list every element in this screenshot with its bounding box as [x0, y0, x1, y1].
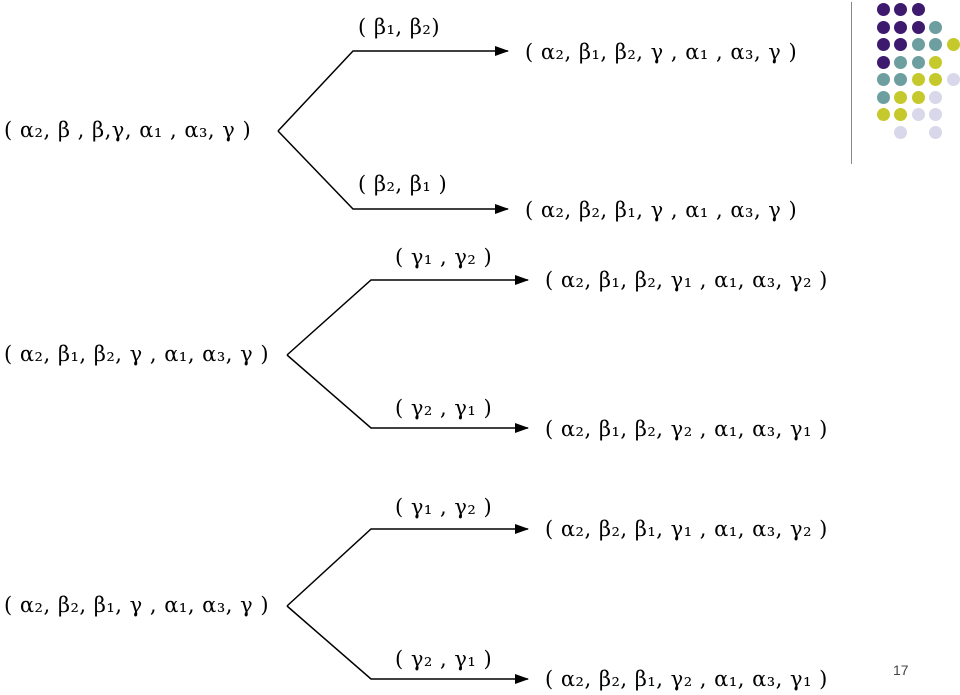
decor-dot [929, 108, 942, 121]
decor-dot [929, 90, 942, 104]
decor-dot [911, 90, 925, 104]
decor-dot [894, 90, 907, 104]
tree3-branch-lower-result: ( α₂, β₂, β₁, γ₂ , α₁, α₃, γ₁ ) [545, 667, 828, 691]
decor-dot [929, 125, 942, 139]
tree1-root-tuple: ( α₂, β , β,γ, α₁ , α₃, γ ) [4, 118, 252, 142]
decor-dot [876, 73, 890, 86]
decor-dot [894, 20, 907, 34]
tree3-branch-upper-label: ( γ₁ , γ₂ ) [395, 495, 493, 519]
decor-dot [911, 73, 925, 86]
tree2-branch-upper-label: ( γ₁ , γ₂ ) [395, 245, 493, 269]
tree1-branch-upper-label: ( β₁, β₂) [358, 15, 441, 39]
tree2-branch-lower-label: ( γ₂ , γ₁ ) [395, 396, 493, 420]
tree3-branch-upper-line [286, 524, 529, 607]
decor-dot [894, 38, 907, 51]
decor-dot [911, 3, 925, 16]
decor-dot [946, 73, 960, 86]
tree3-branch-lower-line [286, 605, 529, 684]
decor-dot [876, 90, 890, 104]
decor-dot [911, 55, 925, 69]
decor-dot [894, 3, 907, 16]
tree3-root-tuple: ( α₂, β₂, β₁, γ , α₁, α₃, γ ) [4, 593, 270, 617]
tree2-root-tuple: ( α₂, β₁, β₂, γ , α₁, α₃, γ ) [4, 342, 270, 366]
tree1-branch-upper-line [277, 46, 509, 132]
tree3-branch-upper-result: ( α₂, β₂, β₁, γ₁ , α₁, α₃, γ₂ ) [545, 517, 828, 541]
decor-dot [911, 20, 925, 34]
tree1-branch-upper-result: ( α₂, β₁, β₂, γ , α₁ , α₃, γ ) [525, 40, 798, 64]
decor-dot [876, 55, 890, 69]
tree2-branch-lower-line [286, 354, 529, 433]
decor-dot [876, 38, 890, 51]
tree3-branch-lower-label: ( γ₂ , γ₁ ) [395, 647, 493, 671]
page-number: 17 [893, 662, 909, 678]
decor-dot [946, 38, 960, 51]
decor-dot [929, 38, 942, 51]
decor-dot [929, 73, 942, 86]
tree2-branch-upper-line [286, 275, 529, 356]
decor-dot [876, 3, 890, 16]
decor-dot [894, 108, 907, 121]
decor-dot [911, 38, 925, 51]
tree1-branch-lower-result: ( α₂, β₂, β₁, γ , α₁ , α₃, γ ) [525, 198, 798, 222]
decor-dot [894, 125, 907, 139]
decor-dot [929, 20, 942, 34]
decor-dot [894, 55, 907, 69]
tree1-branch-lower-label: ( β₂, β₁ ) [358, 172, 448, 196]
tree1-branch-lower-line [277, 130, 509, 214]
decor-dot [894, 73, 907, 86]
decor-dot [876, 108, 890, 121]
corner-divider-line [851, 2, 852, 164]
decor-dot [929, 55, 942, 69]
decor-dot [911, 108, 925, 121]
tree2-branch-lower-result: ( α₂, β₁, β₂, γ₂ , α₁, α₃, γ₁ ) [545, 417, 828, 441]
tree2-branch-upper-result: ( α₂, β₁, β₂, γ₁ , α₁, α₃, γ₂ ) [545, 268, 828, 292]
decor-dot [876, 20, 890, 34]
